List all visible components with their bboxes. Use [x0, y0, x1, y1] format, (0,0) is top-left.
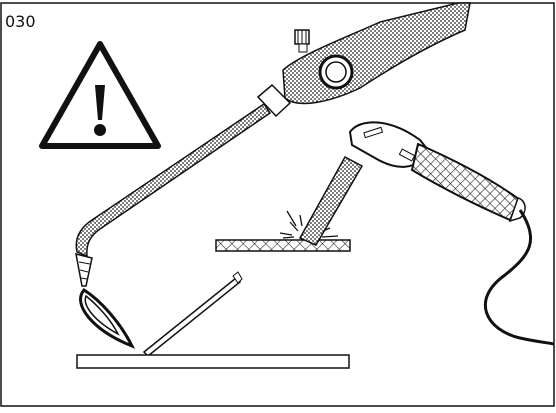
filler-rod: [142, 271, 243, 358]
workpiece-plate: [215, 239, 351, 252]
welding-cable: [483, 209, 555, 346]
base-plate: [76, 354, 350, 369]
gas-torch: [75, 2, 471, 287]
warning-triangle-icon: [39, 41, 161, 149]
electrode-holder: [348, 121, 526, 223]
figure-border: [0, 2, 555, 407]
torch-flame: [79, 288, 136, 349]
electrode-rod: [298, 155, 364, 246]
figure-number: 030: [5, 12, 36, 31]
